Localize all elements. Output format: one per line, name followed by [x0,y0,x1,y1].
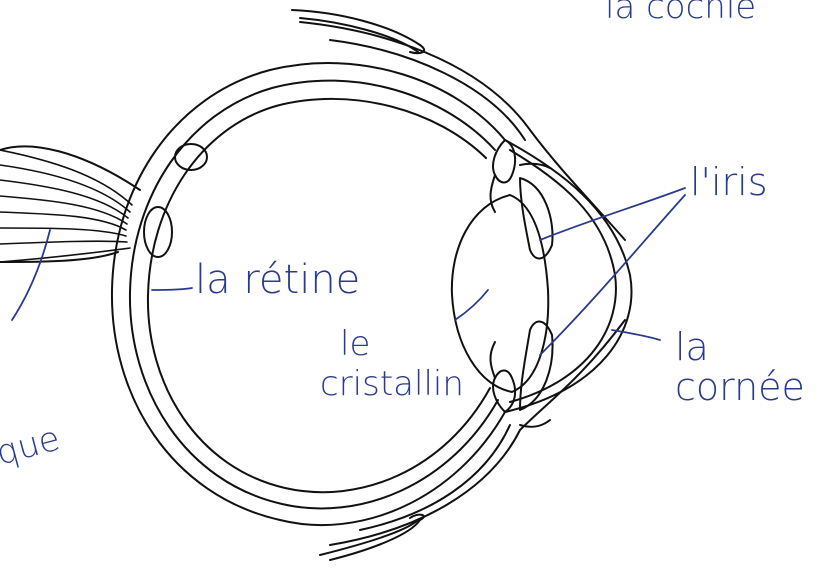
label-cornea-1: la [675,325,709,369]
label-lens-2: cristallin [320,364,464,404]
labels: la cochle la rétine l'iris le cristallin… [0,0,805,474]
label-cochlea: la cochle [605,0,756,27]
lens-pointer [455,290,488,320]
label-optic-partial: que [0,418,64,473]
iris-pointer-2 [540,195,685,355]
label-retina: la rétine [195,257,360,303]
retina-pointer [152,288,192,290]
label-lens-1: le [340,324,370,364]
iris [490,140,552,427]
label-cornea-2: cornée [675,365,805,409]
label-iris: l'iris [690,160,768,204]
optic-disc [144,144,207,257]
optic-nerve [0,146,140,262]
upper-eyelid [292,10,625,240]
lens [452,195,548,392]
